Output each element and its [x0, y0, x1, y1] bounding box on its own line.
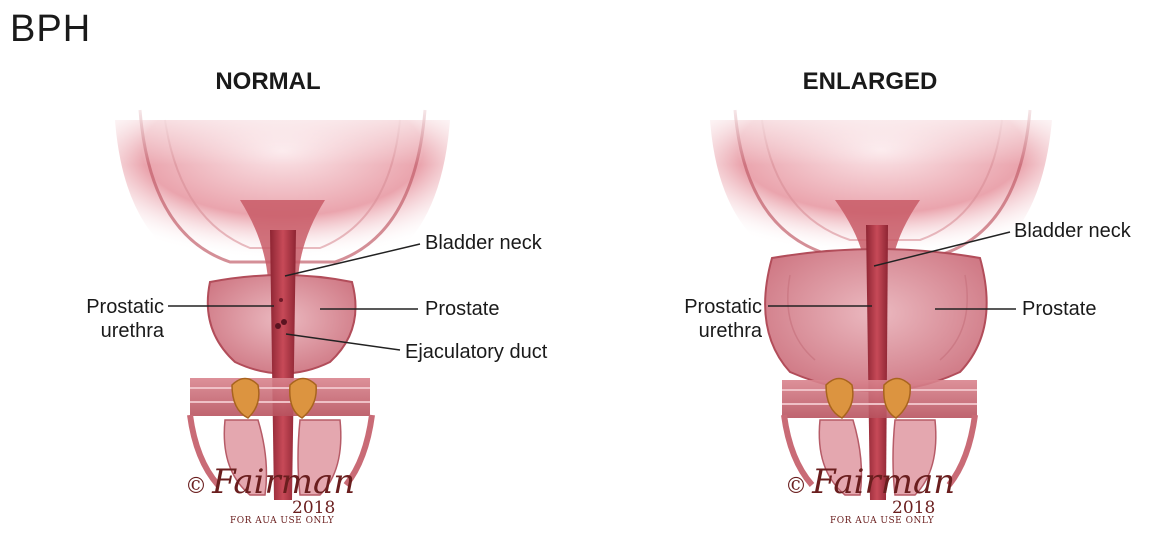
normal-ejaculatory-duct-label: Ejaculatory duct [405, 341, 548, 363]
normal-diagram [100, 95, 470, 500]
enlarged-diagram [695, 95, 1070, 500]
normal-urethra [270, 230, 296, 500]
normal-prostate-label: Prostate [425, 298, 500, 320]
normal-prostatic-urethra-label: Prostatic urethra [86, 296, 164, 342]
normal-bladder-neck-label: Bladder neck [425, 232, 542, 254]
normal-ejaculatory-duct-leader [285, 333, 401, 351]
normal-signature-year: 2018 [292, 498, 336, 518]
normal-pelvic-floor [190, 378, 370, 416]
enlarged-panel-heading: ENLARGED [802, 68, 938, 95]
normal-signature: © Fairman [185, 462, 356, 502]
normal-panel-heading: NORMAL [215, 68, 321, 95]
enlarged-signature: © Fairman [785, 462, 956, 502]
normal-bladder-neck-leader [284, 243, 421, 277]
enlarged-left-gland [825, 377, 854, 419]
enlarged-right-gland [883, 377, 911, 419]
enlarged-urethra [866, 225, 888, 500]
enlarged-pelvic-floor [782, 380, 977, 418]
enlarged-signature-year: 2018 [892, 498, 936, 518]
enlarged-prostatic-urethra-label: Prostatic urethra [684, 296, 762, 342]
normal-left-gland [231, 377, 260, 419]
normal-signature-note: FOR AUA USE ONLY [230, 516, 335, 526]
enlarged-prostate-label: Prostate [1022, 298, 1097, 320]
enlarged-bladder-neck-leader [873, 231, 1011, 267]
enlarged-bladder-neck-label: Bladder neck [1014, 220, 1131, 242]
page-title: BPH [10, 8, 92, 50]
enlarged-signature-note: FOR AUA USE ONLY [830, 516, 935, 526]
normal-right-gland [289, 377, 317, 419]
